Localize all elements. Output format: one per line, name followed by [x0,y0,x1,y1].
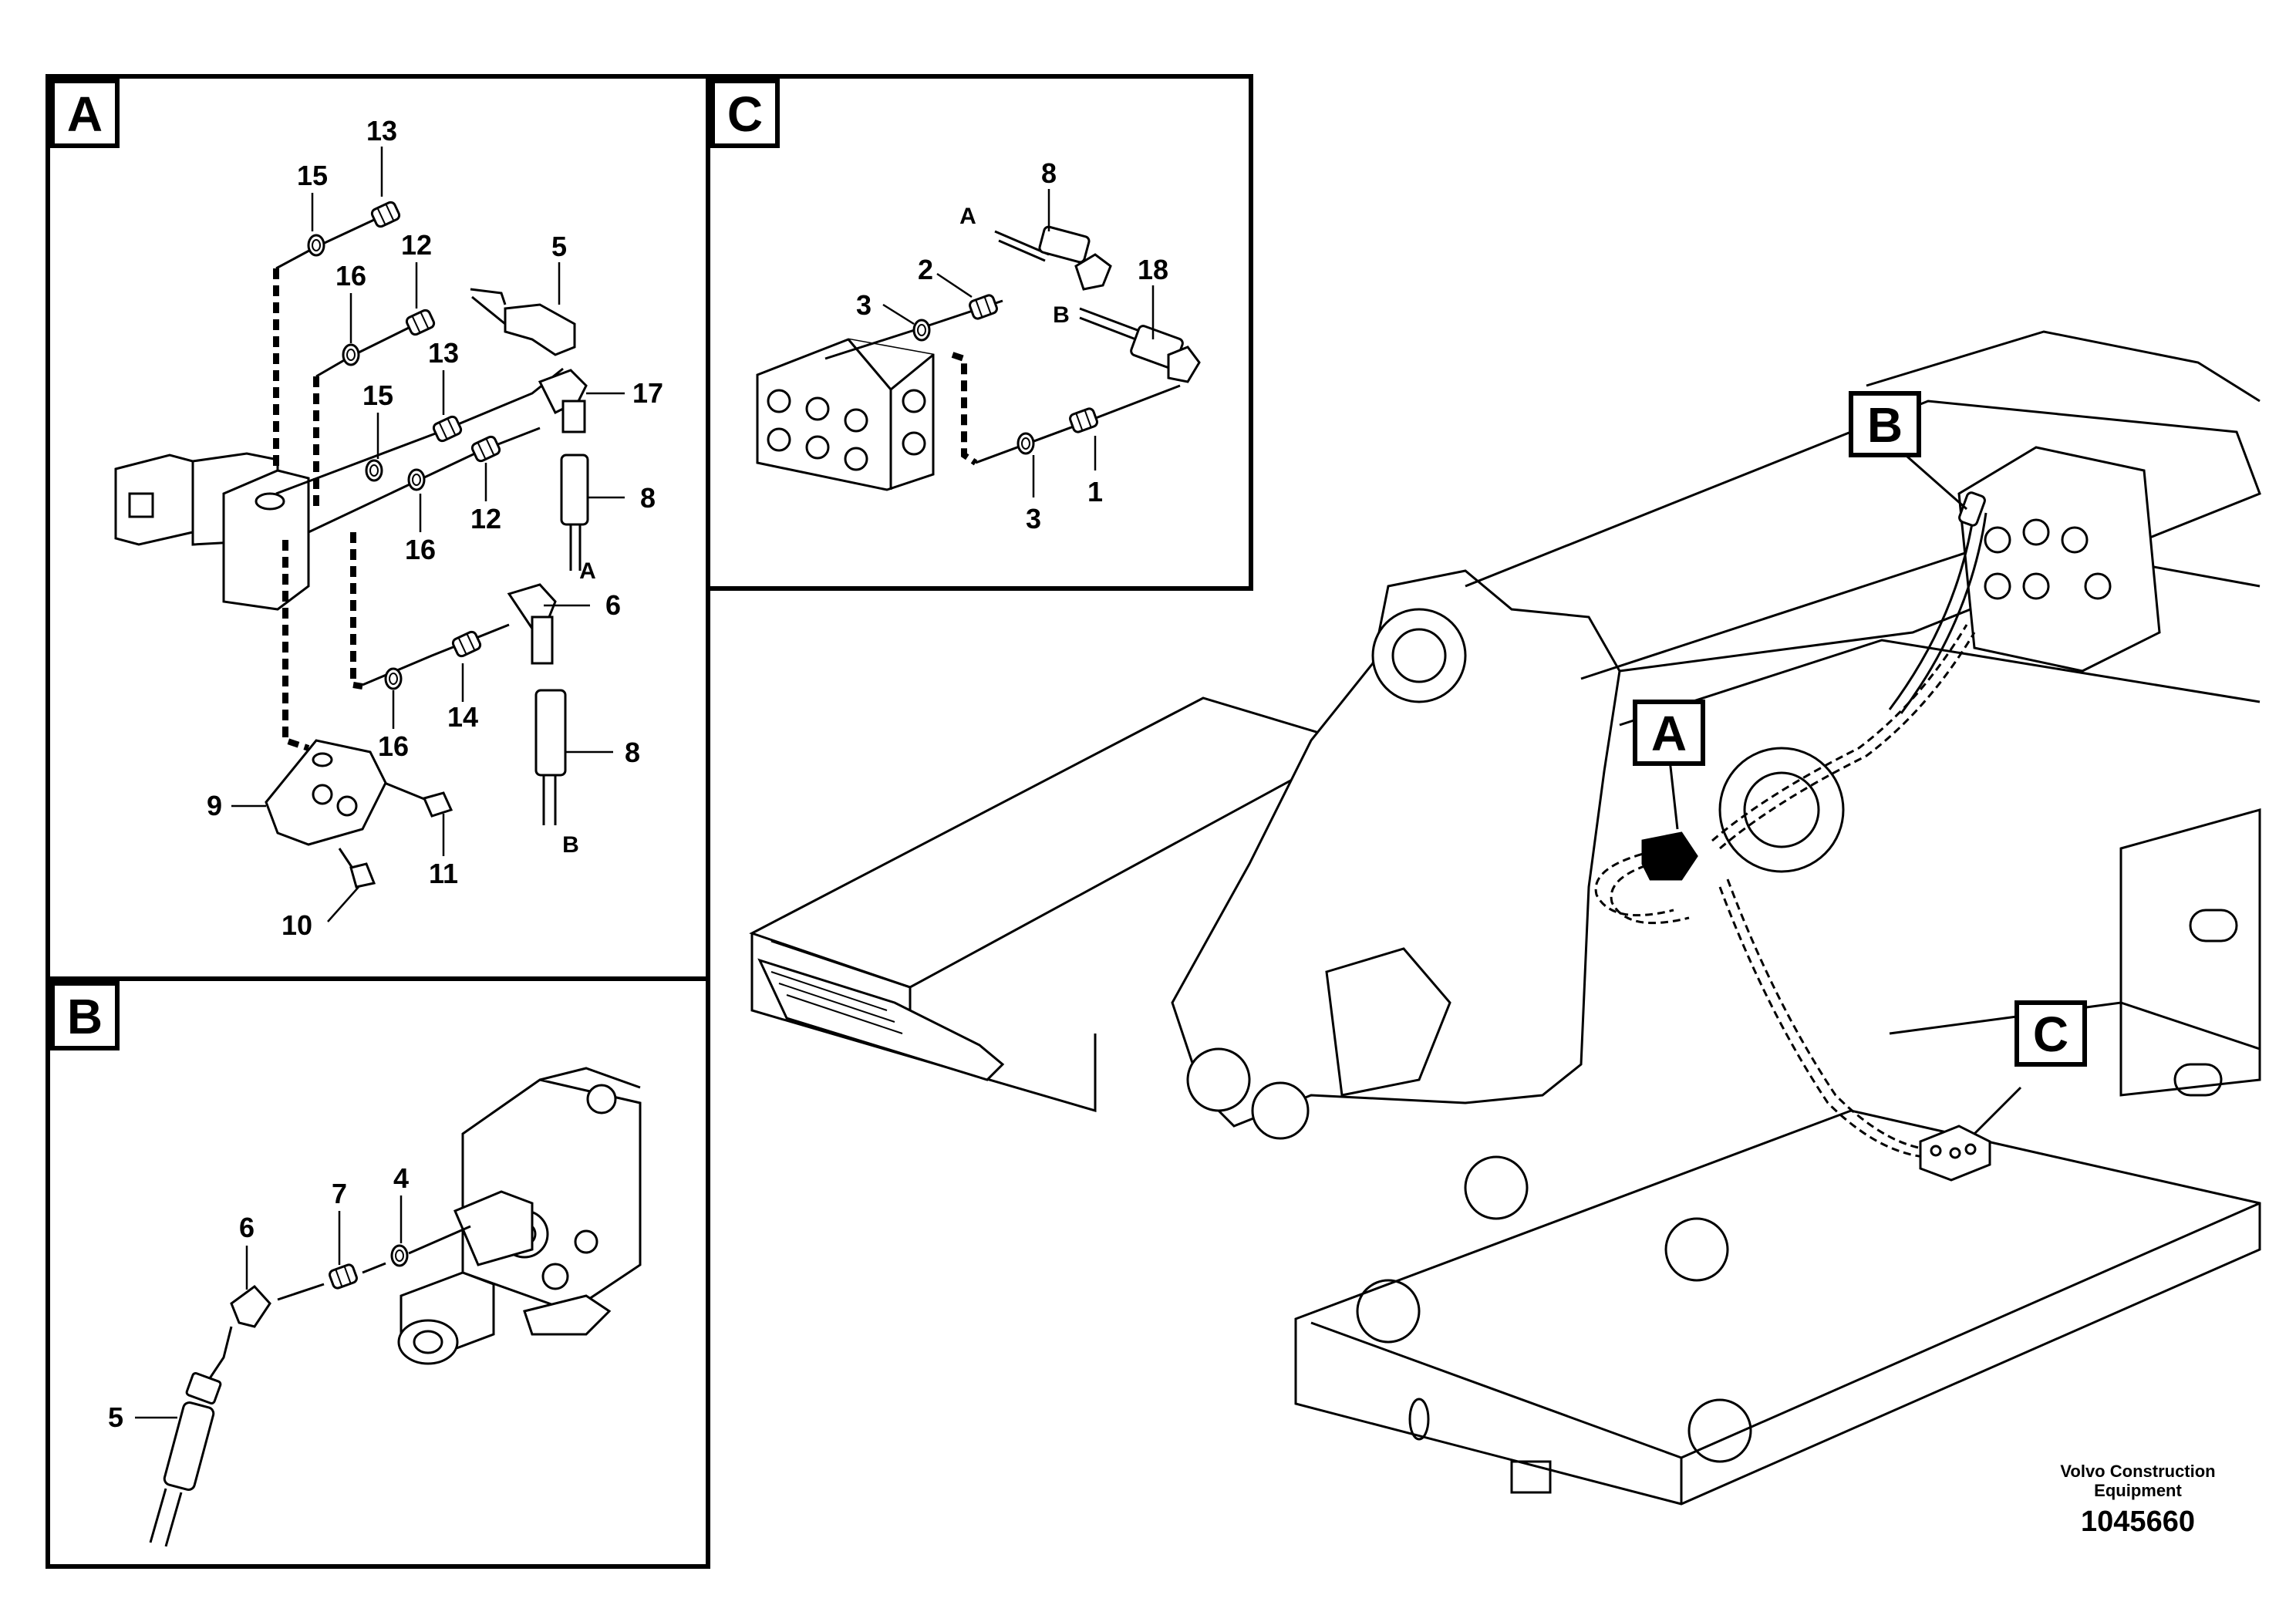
callout-a-14: 14 [447,701,478,733]
callout-c-1: 1 [1087,476,1103,508]
callout-c-8: 8 [1041,157,1057,189]
callout-a-16-top: 16 [335,260,366,292]
main-view-markers: A B C [1633,391,2087,1135]
callout-b-5: 5 [108,1401,123,1433]
callouts-panel-c: 8 A 2 18 3 B 3 1 [856,157,1168,534]
callout-a-12-top: 12 [401,229,432,261]
callouts-panel-b: 7 4 6 5 [108,1162,409,1433]
callout-a-15-top: 15 [297,160,328,191]
callout-a-8-bottom: 8 [625,737,640,768]
callouts-panel-a: 13 15 12 16 13 15 5 17 8 A 16 12 6 14 16… [207,115,663,941]
callout-a-11: 11 [429,858,458,889]
callout-a-17: 17 [632,377,663,409]
callout-a-8-top: 8 [640,482,656,514]
callout-a-15-mid: 15 [362,379,393,411]
control-valve-block [397,1067,642,1365]
marker-b-label: B [1867,397,1903,453]
marker-a-label: A [1651,706,1687,761]
callout-a-16-bottom: 16 [378,730,409,762]
callout-a-10: 10 [282,909,312,941]
callout-a-13-mid: 13 [428,337,459,369]
distribution-block [756,338,935,491]
leaders-panel-b [135,1195,403,1419]
dashed-lines-panel-c [951,352,978,466]
callout-a-hose-a: A [579,558,596,584]
panel-b-tag [50,981,120,1050]
leaders-panel-a [231,147,625,922]
hoses-panel-a [470,288,589,825]
marker-a-box [1633,700,1705,766]
callout-a-6: 6 [605,589,621,621]
callout-b-7: 7 [332,1178,347,1209]
callout-a-13-top: 13 [366,115,397,147]
mounting-bracket [265,739,453,889]
callout-a-5: 5 [551,231,567,262]
drawing-credit: Volvo Construction Equipment 1045660 [2060,1462,2215,1538]
callout-a-9: 9 [207,790,222,821]
callout-c-18: 18 [1138,254,1168,285]
callout-c-2: 2 [918,254,933,285]
credit-company-line1: Volvo Construction [2060,1462,2215,1481]
hoses-panel-c [1038,225,1201,383]
panel-a: A [46,74,710,981]
solenoid-valve-body [114,452,310,611]
dashed-assembly-lines [273,268,363,751]
marker-c-label: C [2033,1007,2068,1062]
callout-b-4: 4 [393,1162,409,1194]
panel-c-label: C [727,86,763,142]
callout-c-hose-a: A [959,204,976,229]
panel-b: B [46,976,710,1569]
callout-c-hose-b: B [1053,302,1070,328]
hoses-panel-b [149,1225,471,1547]
callout-a-16-mid: 16 [405,534,436,565]
callout-c-3-bottom: 3 [1026,503,1041,534]
panel-b-label: B [67,989,103,1044]
callout-b-6: 6 [239,1212,255,1243]
panel-c-frame [706,74,1253,591]
credit-company-line2: Equipment [2094,1481,2182,1500]
panel-a-label: A [67,86,103,142]
panel-c-tag [710,79,780,148]
callout-c-3-left: 3 [856,289,872,321]
main-frame-view [749,330,2261,1506]
marker-b-box [1849,391,1921,457]
drawing-number: 1045660 [2081,1506,2195,1538]
leaders-panel-c [882,189,1155,497]
marker-c-box [2014,1000,2087,1067]
callout-a-hose-b: B [562,832,579,858]
panel-a-tag [50,79,120,148]
panel-c: C [706,74,1253,591]
callout-a-12-mid: 12 [470,503,501,534]
